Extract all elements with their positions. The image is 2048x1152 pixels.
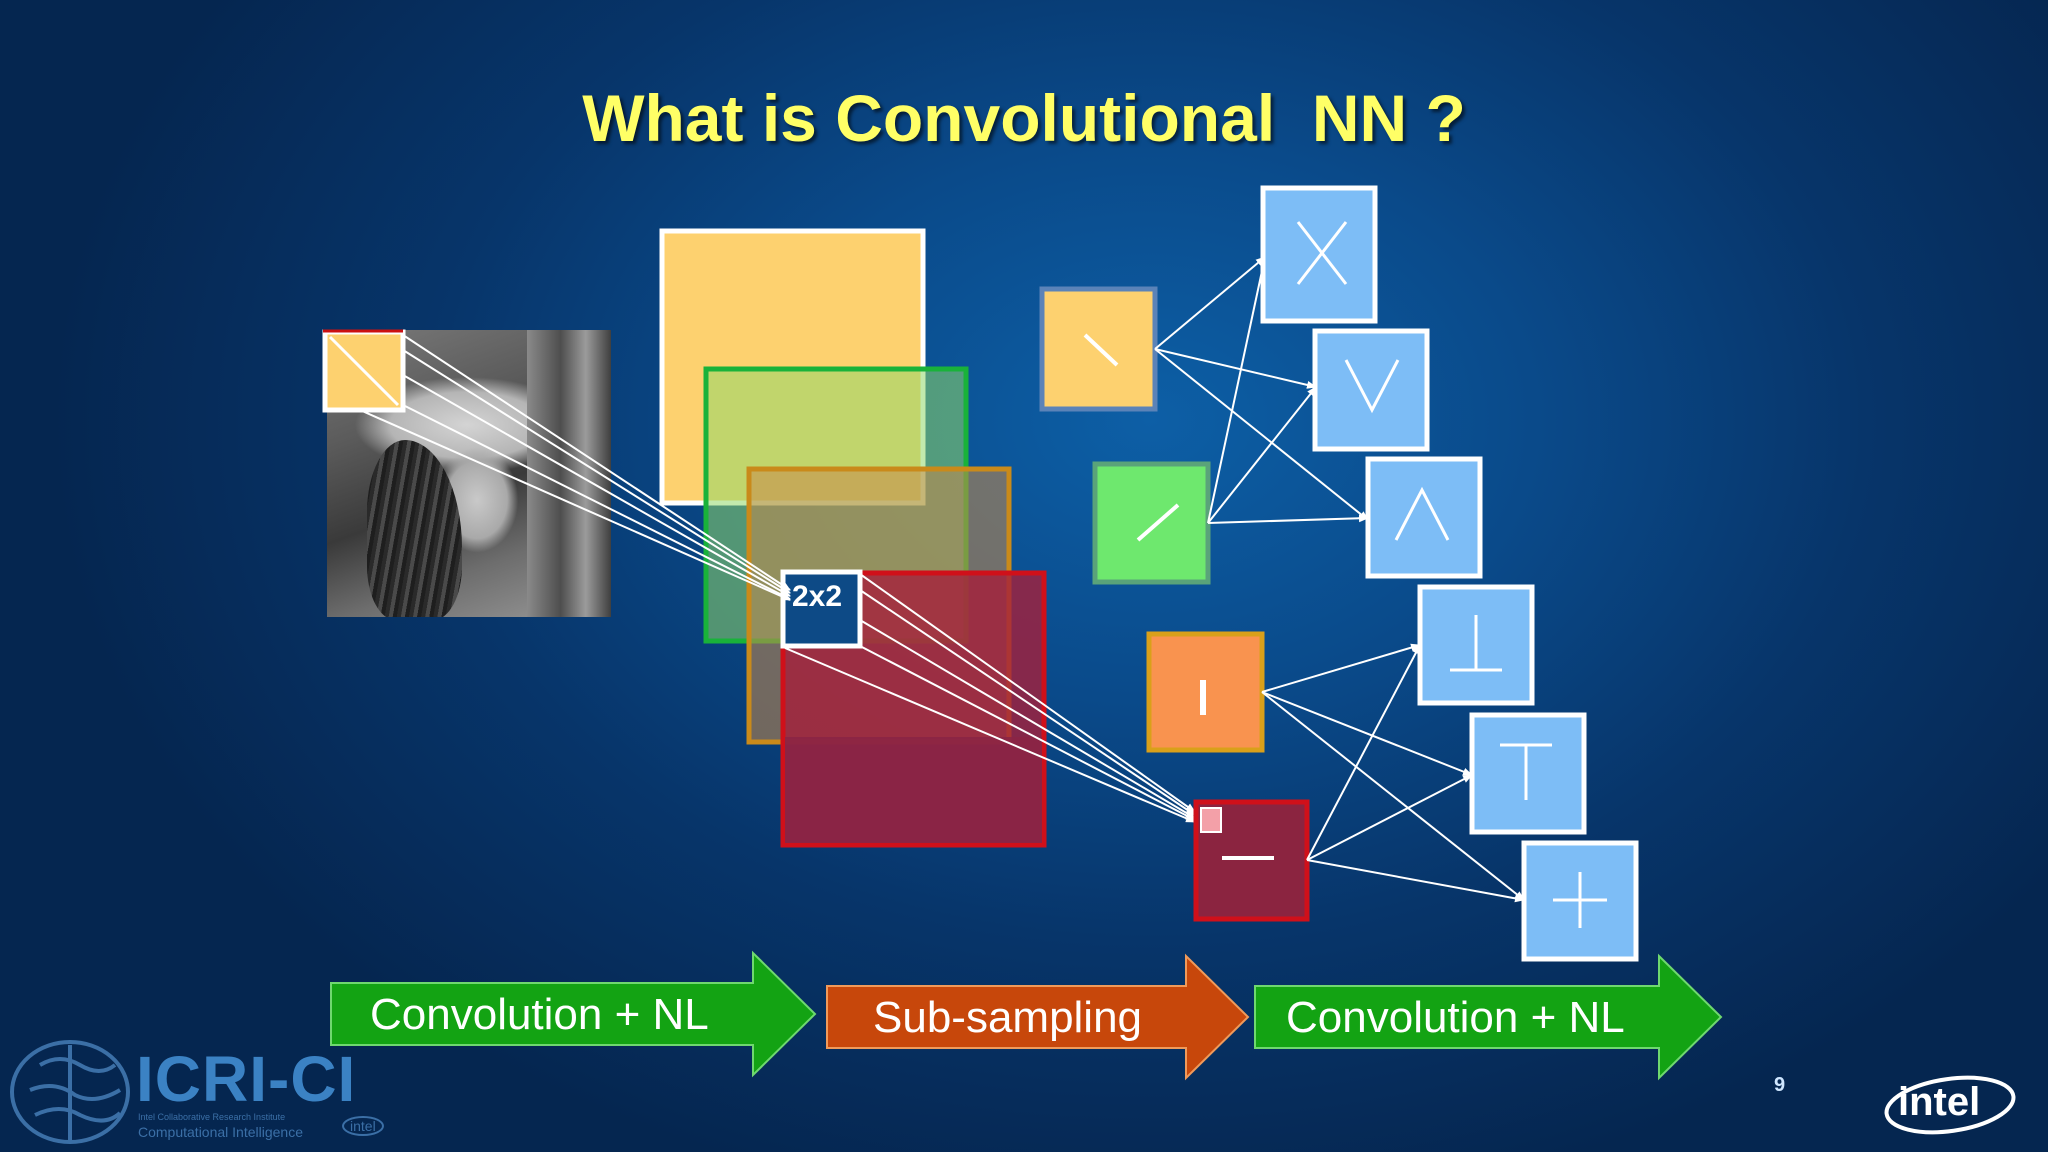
page-number: 9 xyxy=(1774,1074,1786,1096)
intel-logo-icon xyxy=(1884,1075,2016,1135)
pooling-window-label: 2x2 xyxy=(792,580,843,613)
pipeline-label-3: Convolution + NL xyxy=(1286,993,1625,1042)
symbol-v xyxy=(1344,359,1400,414)
second-map-v xyxy=(1312,328,1430,452)
pooling-window xyxy=(780,569,863,649)
institute-logo-line1: Intel Collaborative Research Institute xyxy=(138,1112,286,1122)
intel-logo-text: intel xyxy=(1898,1080,1981,1124)
institute-logo-text: ICRI-CI xyxy=(136,1043,357,1115)
second-layer-connections xyxy=(1154,256,1525,903)
institute-intel-mark: intel xyxy=(342,1116,384,1136)
symbol-x-b xyxy=(1296,221,1348,285)
brain-logo-icon xyxy=(10,1040,130,1144)
second-map-x xyxy=(1260,185,1378,324)
subsampled-backslash-symbol xyxy=(1083,333,1119,367)
second-map-lambda xyxy=(1365,456,1483,579)
second-map-t xyxy=(1469,712,1587,835)
symbol-lambda xyxy=(1394,486,1450,541)
pipeline-arrow-2 xyxy=(826,953,1250,1081)
pipeline-label-1: Convolution + NL xyxy=(370,990,709,1039)
feature-map-red-lower xyxy=(785,737,1042,843)
second-layer-maps xyxy=(1260,185,1639,962)
subsampled-dash-pixel xyxy=(1200,807,1222,833)
pipeline-arrow-1 xyxy=(330,950,817,1078)
subsampled-slash-symbol xyxy=(1136,503,1180,542)
pipeline-label-2: Sub-sampling xyxy=(873,993,1143,1042)
pipeline-arrow-3 xyxy=(1254,953,1723,1081)
slide-title: What is Convolutional NN ? xyxy=(582,81,1466,155)
input-connections xyxy=(359,334,791,601)
second-layer-symbols xyxy=(1296,221,1607,928)
subsampled-map-slash xyxy=(1092,461,1211,585)
pool-connections xyxy=(784,573,1196,823)
institute-logo-line2: Computational Intelligence xyxy=(138,1124,303,1140)
input-kernel-diagonal xyxy=(328,335,400,407)
